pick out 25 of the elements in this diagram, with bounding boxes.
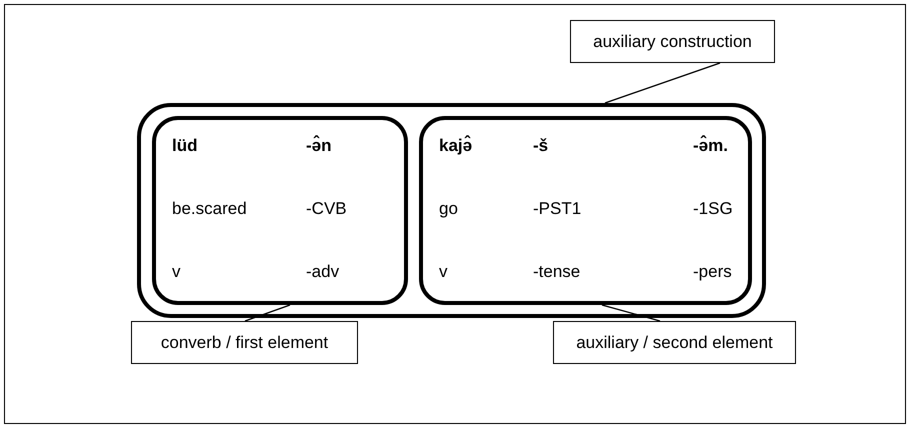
morpheme: -ə̂n xyxy=(306,136,332,156)
callout-box xyxy=(131,321,358,364)
gloss: -PST1 xyxy=(533,199,582,219)
grammatical-label: -pers xyxy=(693,262,732,282)
callout-label: converb / first element xyxy=(160,332,328,352)
callout-box xyxy=(570,20,775,63)
morpheme: lüd xyxy=(172,136,198,156)
callout-label: auxiliary construction xyxy=(593,32,752,52)
leader-line xyxy=(604,62,720,104)
grammatical-label: v xyxy=(439,262,448,282)
morpheme: kajə̂ xyxy=(439,136,472,156)
grammatical-label: -tense xyxy=(533,262,580,282)
element-box xyxy=(419,116,752,305)
morpheme: -š xyxy=(533,136,548,156)
gloss: go xyxy=(439,199,458,219)
callout-box xyxy=(553,321,796,364)
element-box xyxy=(152,116,408,305)
gloss: -1SG xyxy=(693,199,733,219)
callout-label: auxiliary / second element xyxy=(576,332,773,352)
grammatical-label: -adv xyxy=(306,262,340,282)
gloss: -CVB xyxy=(306,199,347,219)
grammatical-label: v xyxy=(172,262,180,282)
construction-box xyxy=(137,103,766,318)
gloss: be.scared xyxy=(172,199,247,219)
morpheme: -ə̂m. xyxy=(693,136,728,156)
